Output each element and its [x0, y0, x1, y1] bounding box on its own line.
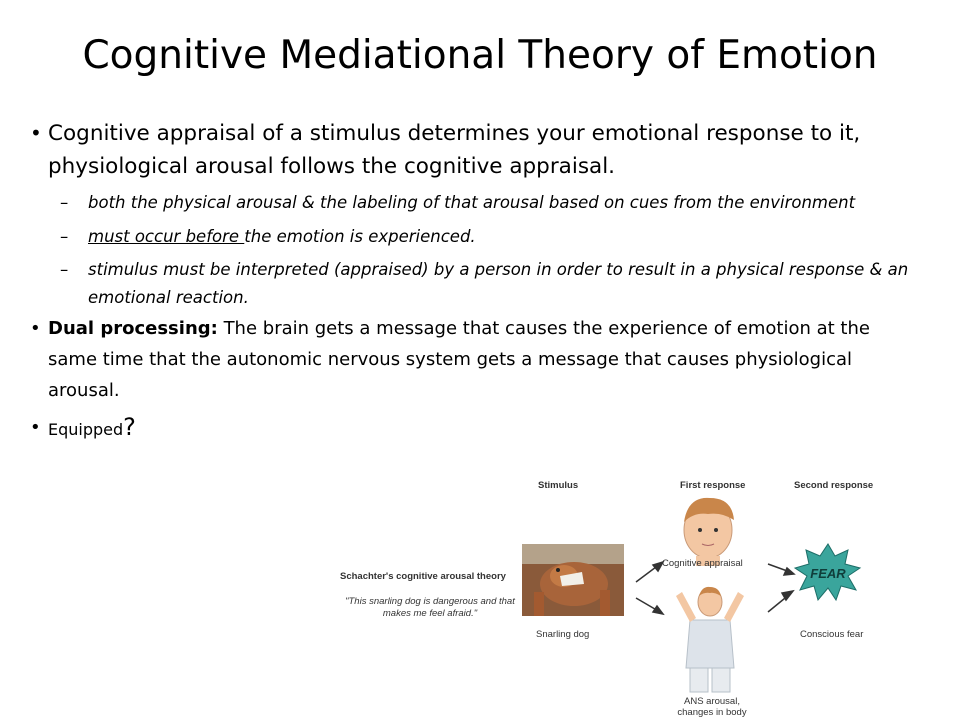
ans-caption-line1: ANS arousal, — [684, 696, 740, 707]
conscious-fear-caption: Conscious fear — [800, 629, 864, 640]
appraisal-caption: Cognitive appraisal — [662, 558, 743, 569]
dual-processing-term: Dual processing: — [48, 318, 218, 339]
dual-processing-text: The brain gets a message that causes the… — [48, 318, 870, 401]
theory-label: Schachter's cognitive arousal theory — [340, 571, 506, 582]
diagram-arrows — [635, 560, 796, 616]
arrowhead-appraisal-to-fear — [782, 566, 796, 576]
snarling-dog-image — [522, 544, 624, 616]
column-stimulus-label: Stimulus — [538, 480, 579, 491]
schachter-diagram: FEAR Stimulus First response Second resp… — [338, 472, 898, 720]
theory-quote: "This snarling dog is dangerous and that… — [345, 596, 515, 619]
bullet-equipped: Equipped? — [30, 412, 910, 445]
stimulus-caption: Snarling dog — [536, 629, 590, 640]
column-second-response-label: Second response — [794, 480, 874, 491]
fear-word: FEAR — [810, 566, 846, 581]
bullet-cognitive-appraisal: Cognitive appraisal of a stimulus determ… — [30, 117, 910, 183]
arrowhead-ans-to-fear — [780, 589, 795, 602]
bullet-list: Cognitive appraisal of a stimulus determ… — [30, 117, 910, 445]
sub-bullet-must-occur-before: must occur before the emotion is experie… — [30, 223, 910, 251]
boy-head-image — [683, 497, 734, 566]
diagram-graphics: FEAR — [522, 497, 862, 693]
equipped-text: Equipped — [48, 420, 124, 439]
slide-title: Cognitive Mediational Theory of Emotion — [82, 33, 878, 78]
boy-body-image — [676, 586, 744, 693]
sub-bullet-text: the emotion is experienced. — [244, 226, 476, 246]
ans-caption-line2: changes in body — [677, 707, 747, 718]
underlined-text: must occur before — [88, 226, 245, 246]
arrowhead-to-ans — [651, 604, 665, 616]
bullet-dual-processing: Dual processing: The brain gets a messag… — [30, 313, 910, 406]
fear-burst-image: FEAR — [793, 543, 862, 602]
arrowhead-to-appraisal — [651, 560, 665, 573]
column-first-response-label: First response — [680, 480, 746, 491]
sub-bullet-arousal-labeling: both the physical arousal & the labeling… — [30, 189, 910, 217]
sub-bullet-stimulus-interpreted: stimulus must be interpreted (appraised)… — [30, 256, 910, 311]
question-mark: ? — [123, 413, 136, 441]
